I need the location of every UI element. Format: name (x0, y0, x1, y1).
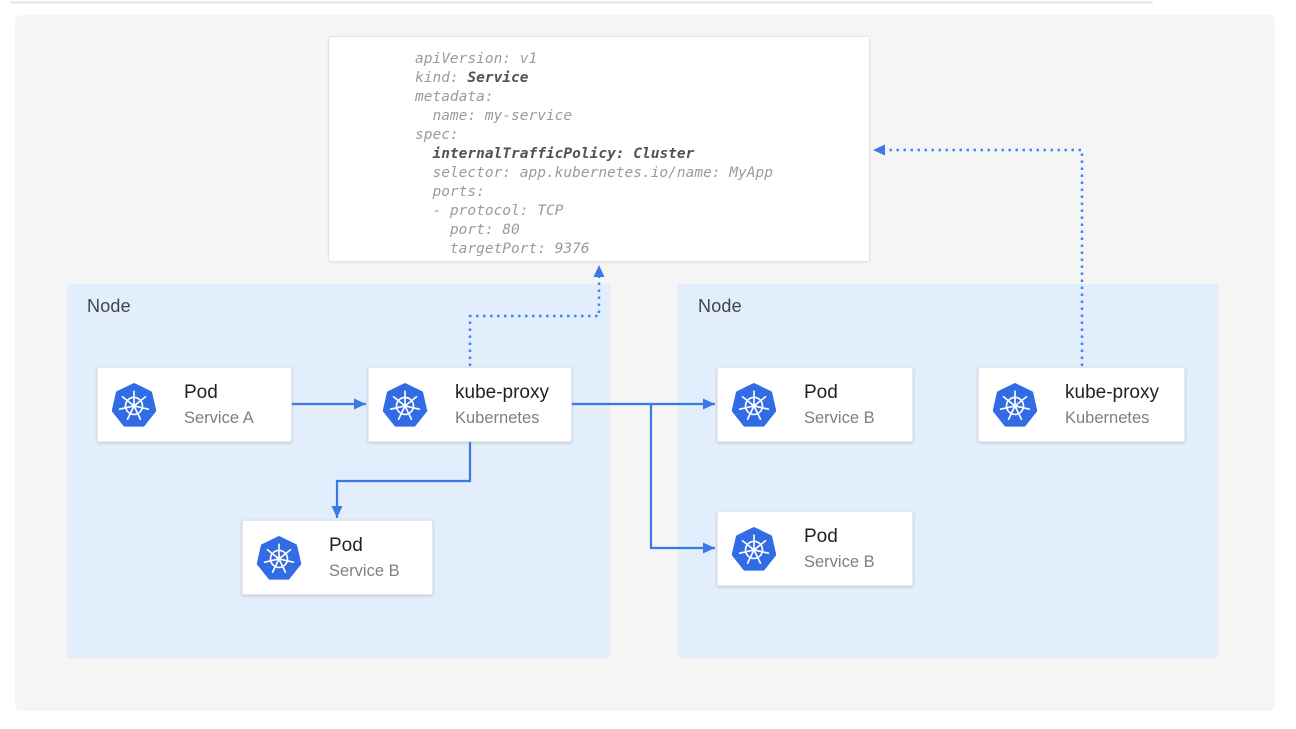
pod-card-service-b-right-bottom: Pod Service B (717, 511, 913, 586)
kubernetes-icon (731, 382, 777, 428)
node-label: Node (698, 296, 742, 316)
card-title: Pod (329, 534, 363, 556)
card-subtitle: Service A (184, 408, 254, 427)
kube-proxy-card-left: kube-proxy Kubernetes (368, 367, 572, 442)
yaml-line: name: my-service (415, 108, 573, 124)
card-subtitle: Service B (329, 561, 400, 580)
card-title: Pod (184, 381, 218, 403)
card-title: kube-proxy (455, 381, 549, 403)
yaml-line: selector: app.kubernetes.io/name: MyApp (415, 165, 773, 181)
yaml-line: ports: (415, 184, 485, 200)
node-label: Node (87, 296, 131, 316)
kubernetes-icon (111, 382, 157, 428)
node-box-right: Node (678, 284, 1218, 658)
pod-card-service-b-left: Pod Service B (242, 520, 433, 595)
yaml-line: kind: Service (415, 70, 529, 86)
yaml-line: targetPort: 9376 (415, 241, 590, 257)
card-subtitle: Service B (804, 552, 875, 571)
yaml-line: internalTrafficPolicy: Cluster (432, 146, 695, 162)
kubernetes-icon (256, 535, 302, 581)
card-subtitle: Service B (804, 408, 875, 427)
diagram-panel: apiVersion: v1 kind: Service metadata: n… (15, 15, 1275, 711)
node-box-left: Node (67, 284, 610, 658)
service-yaml-card: apiVersion: v1 kind: Service metadata: n… (328, 36, 870, 262)
kubernetes-icon (992, 382, 1038, 428)
top-divider (10, 1, 1153, 4)
card-title: kube-proxy (1065, 381, 1159, 403)
yaml-line: - protocol: TCP (415, 203, 564, 219)
card-subtitle: Kubernetes (455, 408, 540, 427)
yaml-line: port: 80 (415, 222, 520, 238)
yaml-line: apiVersion: v1 (415, 51, 538, 67)
kube-proxy-card-right: kube-proxy Kubernetes (978, 367, 1185, 442)
card-subtitle: Kubernetes (1065, 408, 1150, 427)
pod-card-service-b-right-top: Pod Service B (717, 367, 913, 442)
card-title: Pod (804, 525, 838, 547)
card-title: Pod (804, 381, 838, 403)
yaml-line: spec: (415, 127, 459, 143)
yaml-line: metadata: (415, 89, 494, 105)
pod-card-service-a: Pod Service A (97, 367, 292, 442)
kubernetes-icon (382, 382, 428, 428)
kubernetes-icon (731, 526, 777, 572)
